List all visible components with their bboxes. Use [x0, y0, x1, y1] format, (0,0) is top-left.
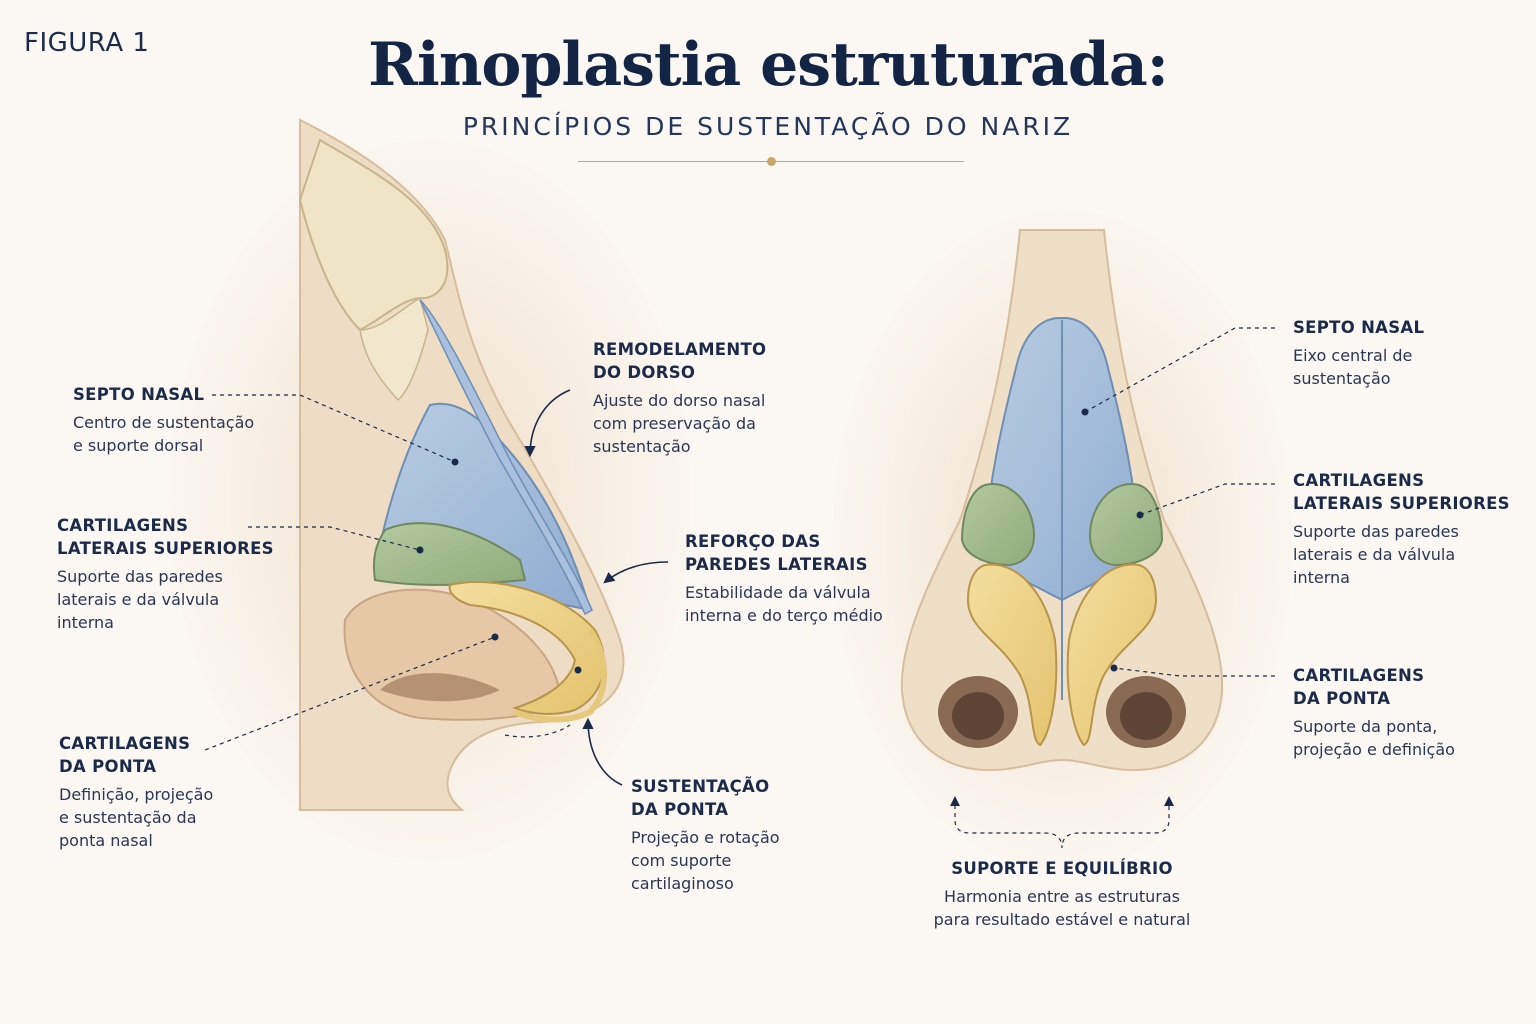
front-callout-laterais: CARTILAGENS LATERAIS SUPERIORES Suporte …	[1293, 469, 1510, 589]
callout-heading: SEPTO NASAL	[1293, 318, 1425, 337]
callout-desc: Projeção e rotação com suporte cartilagi…	[631, 828, 780, 893]
callout-desc: Suporte das paredes laterais e da válvul…	[1293, 522, 1459, 587]
front-left-upper-lateral	[960, 483, 1035, 567]
callout-desc: Centro de sustentação e suporte dorsal	[73, 413, 255, 455]
side-tip-cartilage	[448, 581, 606, 715]
callout-desc: Suporte da ponta, projeção e definição	[1293, 717, 1455, 759]
reforco-arrow	[603, 561, 669, 584]
side-callout-reforco: REFORÇO DAS PAREDES LATERAIS Estabilidad…	[685, 530, 883, 627]
dorso-arrow	[524, 389, 571, 458]
callout-desc: Definição, projeção e sustentação da pon…	[59, 785, 214, 850]
front-leader-lines	[954, 327, 1275, 849]
front-right-upper-lateral	[1089, 483, 1164, 567]
figure-label: FIGURA 1	[24, 28, 150, 58]
callout-desc: Suporte das paredes laterais e da válvul…	[57, 567, 223, 632]
callout-heading: REMODELAMENTO DO DORSO	[593, 340, 767, 382]
callout-heading: CARTILAGENS DA PONTA	[1293, 666, 1425, 708]
front-view-nose	[832, 210, 1292, 870]
page-subtitle: PRINCÍPIOS DE SUSTENTAÇÃO DO NARIZ	[462, 112, 1074, 141]
callout-desc: Eixo central de sustentação	[1293, 346, 1413, 388]
side-callout-laterais: CARTILAGENS LATERAIS SUPERIORES Suporte …	[57, 514, 274, 634]
title-divider-dot	[767, 157, 776, 166]
front-callout-septo: SEPTO NASAL Eixo central de sustentação	[1293, 316, 1424, 390]
page-title: Rinoplastia estruturada:	[368, 30, 1169, 100]
callout-heading: CARTILAGENS LATERAIS SUPERIORES	[57, 516, 274, 558]
callout-heading: REFORÇO DAS PAREDES LATERAIS	[685, 532, 868, 574]
side-callout-ponta: CARTILAGENS DA PONTA Definição, projeção…	[59, 732, 213, 852]
front-left-tip-cartilage	[966, 563, 1058, 747]
front-callout-ponta: CARTILAGENS DA PONTA Suporte da ponta, p…	[1293, 664, 1455, 761]
callout-desc: Harmonia entre as estruturas para result…	[933, 887, 1191, 929]
side-callout-septo: SEPTO NASAL Centro de sustentação e supo…	[73, 383, 254, 457]
front-callout-equilibrio: SUPORTE E EQUILÍBRIO Harmonia entre as e…	[900, 857, 1224, 931]
side-view-nose	[170, 118, 690, 860]
callout-desc: Estabilidade da válvula interna e do ter…	[685, 583, 883, 625]
equilibrio-brace	[954, 805, 1170, 849]
side-callout-dorso: REMODELAMENTO DO DORSO Ajuste do dorso n…	[593, 338, 766, 458]
callout-heading: SUSTENTAÇÃO DA PONTA	[631, 777, 770, 819]
side-leader-lines	[204, 394, 571, 751]
callout-heading: CARTILAGENS DA PONTA	[59, 734, 191, 776]
side-callout-sustentacao: SUSTENTAÇÃO DA PONTA Projeção e rotação …	[631, 775, 780, 895]
sustentacao-arrow	[582, 717, 623, 786]
callout-desc: Ajuste do dorso nasal com preservação da…	[593, 391, 766, 456]
callout-heading: SUPORTE E EQUILÍBRIO	[951, 859, 1173, 878]
callout-heading: SEPTO NASAL	[73, 385, 205, 404]
callout-heading: CARTILAGENS LATERAIS SUPERIORES	[1293, 471, 1510, 513]
front-right-tip-cartilage	[1066, 563, 1158, 747]
